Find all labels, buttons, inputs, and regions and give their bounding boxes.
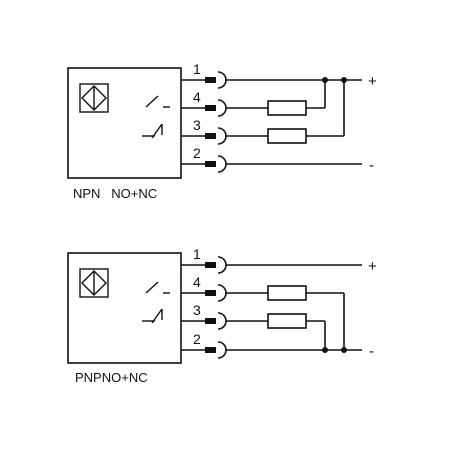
pin-label: 3 (193, 117, 201, 133)
load-resistor-icon (267, 128, 307, 144)
connector-pin-4 (205, 290, 216, 296)
pin-label: 2 (193, 331, 201, 347)
connector-pin-2 (205, 161, 216, 167)
connector-arc (217, 312, 227, 330)
pin-label: 1 (193, 61, 201, 77)
diagram-caption: NPN NO+NC (73, 186, 157, 201)
connector-arc (217, 284, 227, 302)
sensor-symbol-icon (79, 83, 109, 113)
load-resistor-icon (267, 100, 307, 116)
connector-arc (217, 155, 227, 173)
connector-pin-3 (205, 318, 216, 324)
connector-pin-3 (205, 133, 216, 139)
nc-switch-icon (142, 123, 163, 139)
junction-dot (341, 347, 347, 353)
pin-label: 4 (193, 274, 201, 290)
pin-label: 1 (193, 246, 201, 262)
connector-arc (217, 256, 227, 274)
load-resistor-icon (267, 285, 307, 301)
supply-positive-label: + (368, 258, 377, 275)
connector-pin-1 (205, 262, 216, 268)
connector-arc (217, 341, 227, 359)
pin-label: 4 (193, 89, 201, 105)
npn-diagram (67, 67, 362, 179)
connector-pin-2 (205, 347, 216, 353)
supply-negative-label: - (369, 343, 374, 360)
connector-arc (217, 71, 227, 89)
nc-switch-icon (142, 308, 163, 324)
junction-dot (322, 77, 328, 83)
pin-label: 2 (193, 145, 201, 161)
diagram-caption: PNPNO+NC (75, 370, 148, 385)
supply-negative-label: - (369, 157, 374, 174)
supply-positive-label: + (368, 73, 377, 90)
pin-label: 3 (193, 302, 201, 318)
sensor-body (67, 67, 182, 179)
connector-pin-1 (205, 77, 216, 83)
no-switch-icon (145, 281, 170, 294)
connector-arc (217, 99, 227, 117)
connector-pin-4 (205, 105, 216, 111)
no-switch-icon (145, 95, 170, 108)
sensor-body (67, 252, 182, 364)
pnp-diagram (67, 252, 362, 364)
load-resistor-icon (267, 313, 307, 329)
connector-arc (217, 127, 227, 145)
sensor-symbol-icon (79, 268, 109, 298)
junction-dot (341, 77, 347, 83)
junction-dot (322, 347, 328, 353)
